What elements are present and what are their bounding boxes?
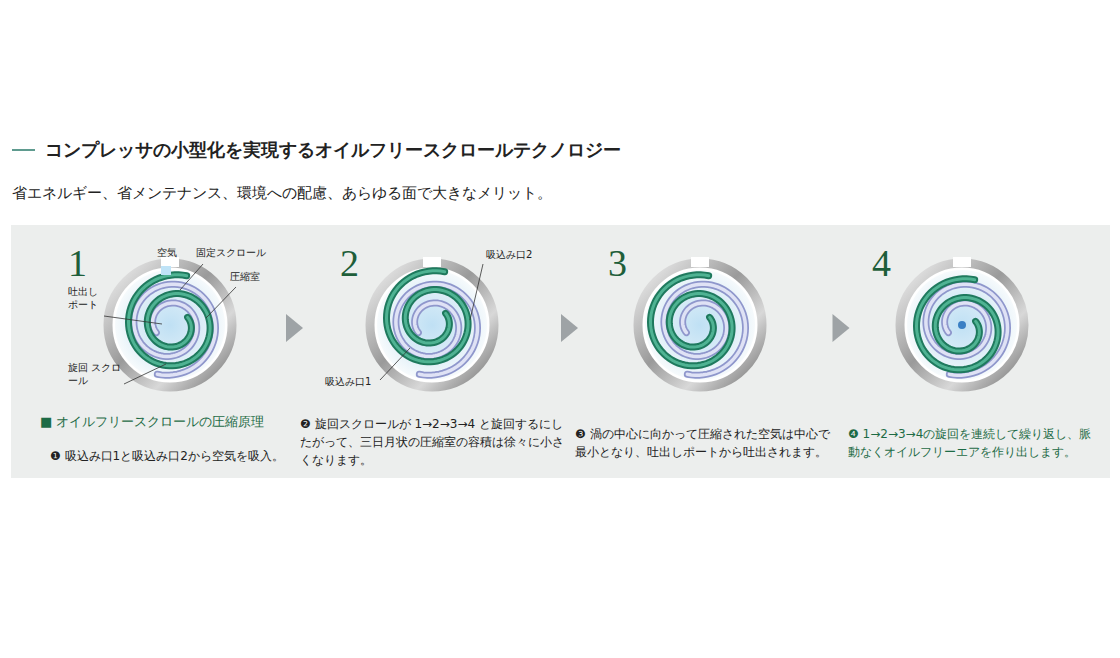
scroll-figure (108, 257, 232, 387)
leader-lines (104, 264, 483, 384)
part-label: 空気 (157, 246, 177, 259)
step-description: ❸ 渦の中心に向かって圧縮された空気は中心で最小となり、吐出しポートから吐出され… (575, 425, 833, 461)
step-number: 4 (872, 244, 891, 282)
title-rule (12, 149, 35, 151)
step-panel: 4 ❹ 1→2→3→4の旋回を連続して繰り返し、脈動なくオイルフリーエアを作り出し… (846, 240, 1106, 463)
scroll-figure (638, 257, 762, 387)
part-label: 旋回 スクロール (68, 361, 124, 387)
part-label: 吐出し ポート (68, 285, 108, 311)
panel (11, 225, 1110, 478)
part-label: 吸込み口2 (486, 248, 532, 261)
scroll-figure (370, 257, 494, 387)
scroll-figure (900, 257, 1024, 387)
step-number: 2 (340, 244, 359, 282)
step-panel: 3 ❸ 渦の中心に向かって圧縮された空気は中心で最小となり、吐出しポートから吐出さ… (573, 240, 835, 463)
section-heading: ■ オイルフリースクロールの圧縮原理 (40, 414, 264, 431)
step-panel: 2 ❷ 旋回スクロールが 1→2→3→4 と旋回するにしたがって、三日月状の圧縮室… (300, 240, 565, 471)
step-description: ❶ 吸込み口1と吸込み口2から空気を吸入。 (50, 447, 290, 465)
part-label: 固定スクロール (196, 246, 266, 259)
step-number: 3 (608, 244, 627, 282)
step-number: 1 (68, 244, 87, 282)
part-label: 吸込み口1 (325, 375, 371, 388)
subtitle: 省エネルギー、省メンテナンス、環境への配慮、あらゆる面で大きなメリット。 (12, 184, 552, 204)
step-description: ❷ 旋回スクロールが 1→2→3→4 と旋回するにしたがって、三日月状の圧縮室の… (300, 415, 565, 469)
step-description: ❹ 1→2→3→4の旋回を連続して繰り返し、脈動なくオイルフリーエアを作り出しま… (848, 425, 1102, 461)
step-arrow (286, 314, 303, 342)
air-mark (161, 266, 171, 275)
step-panel: 1 ❶ 吸込み口1と吸込み口2から空気を吸入。 (38, 240, 288, 467)
part-label: 圧縮室 (230, 270, 260, 283)
page-title: コンプレッサの小型化を実現するオイルフリースクロールテクノロジー (45, 138, 621, 162)
step-arrow (833, 314, 850, 342)
step-arrow (561, 314, 578, 342)
